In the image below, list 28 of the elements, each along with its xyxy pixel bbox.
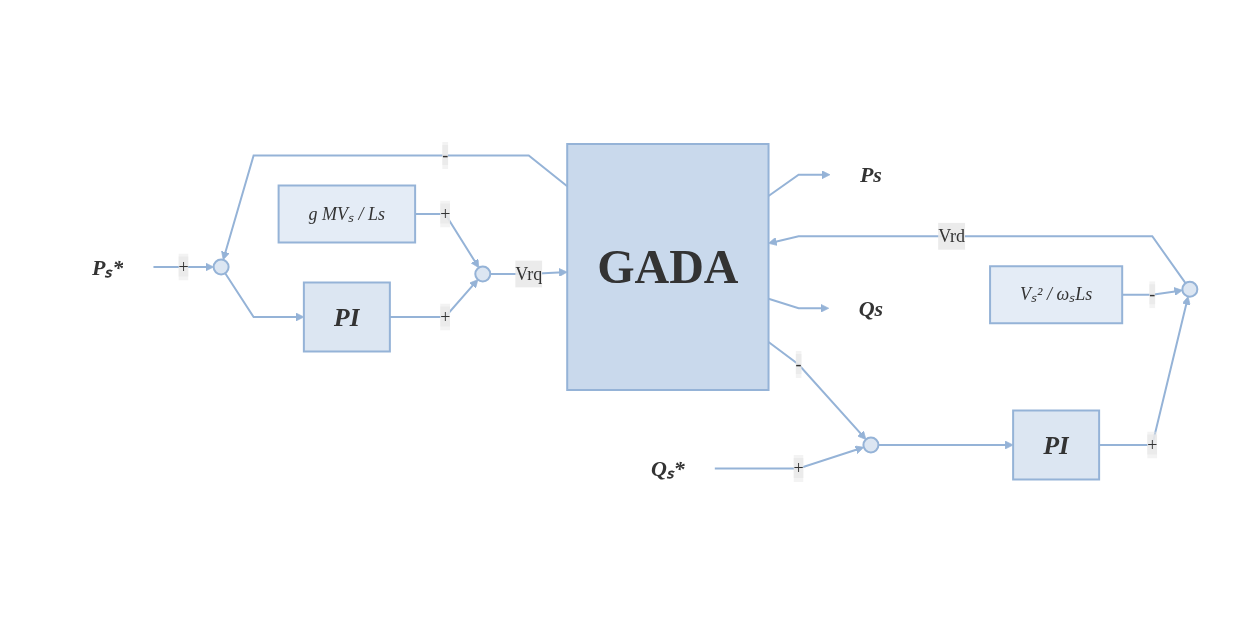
node-circle <box>212 258 230 276</box>
node-circle <box>1181 280 1199 298</box>
node-box: PI <box>1012 409 1101 481</box>
edge-label: + <box>440 203 451 224</box>
node-text: Ps <box>860 162 883 188</box>
arrow <box>224 272 305 322</box>
node-text: Qs <box>859 295 884 321</box>
node-text: Pₛ* <box>92 254 124 280</box>
arrow <box>877 440 1014 450</box>
arrow <box>714 445 865 470</box>
edge-label: + <box>440 306 451 327</box>
edge-label: - <box>795 354 802 374</box>
edge-label: - <box>442 145 449 165</box>
arrow <box>768 235 1187 285</box>
arrow <box>152 262 215 272</box>
edge-label: - <box>1149 284 1156 305</box>
node-box: Vₛ² / ωₛLs <box>989 265 1124 325</box>
edge-label: Vrd <box>938 225 966 246</box>
edge-label: + <box>793 458 805 478</box>
edge-label: + <box>1147 434 1158 455</box>
edge-label: Vrq <box>515 263 543 284</box>
node-text: Qₛ* <box>651 456 686 481</box>
node-box: PI <box>303 281 392 353</box>
node-circle <box>862 436 880 454</box>
node-circle <box>474 265 492 283</box>
node-box: GADA <box>566 143 770 391</box>
edge-label: + <box>178 256 189 277</box>
node-box: g MVₛ / Ls <box>277 184 417 244</box>
